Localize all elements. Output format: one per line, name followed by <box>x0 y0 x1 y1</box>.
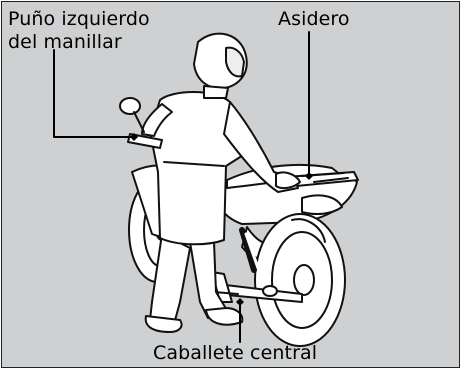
left-handlebar-grip-label-line2: del manillar <box>8 31 122 53</box>
leader-lines <box>53 31 310 343</box>
grab-rail-label: Asidero <box>278 8 350 30</box>
suspension <box>215 227 303 303</box>
left-handlebar-grip-label: Puño izquierdo del manillar <box>8 8 150 54</box>
center-stand <box>211 271 239 303</box>
person <box>141 32 301 333</box>
left-handlebar-grip-label-line1: Puño izquierdo <box>8 8 150 30</box>
rear-wheel <box>254 213 346 347</box>
handlebar <box>119 97 163 149</box>
leader-dots <box>130 133 313 306</box>
center-stand-label: Caballete central <box>153 342 318 364</box>
